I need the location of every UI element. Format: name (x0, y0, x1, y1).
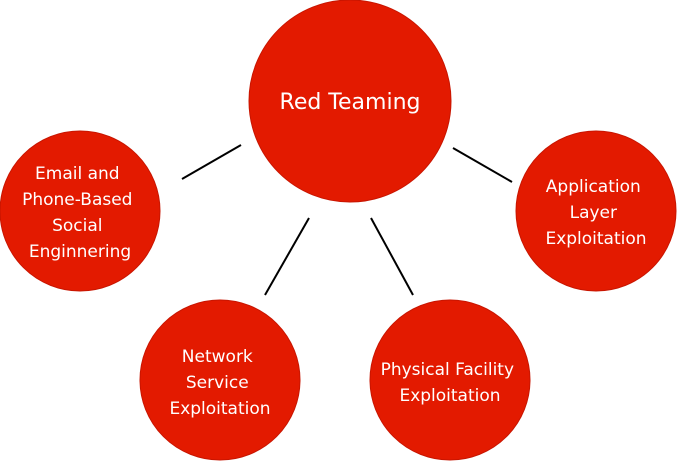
connector-email (181, 144, 242, 180)
node-email-circle (0, 130, 161, 292)
node-application-line: Application (546, 177, 641, 197)
node-email-line: Social (52, 216, 102, 236)
node-email-line: Enginnering (29, 242, 131, 262)
node-application-circle (515, 130, 677, 292)
node-email-line: Email and (35, 164, 120, 184)
node-physical-line: Physical Facility (381, 360, 514, 380)
node-network-service-exploitation: Network Service Exploitation (139, 299, 301, 461)
node-email-phone-social-engineering: Email and Phone-Based Social Enginnering (0, 130, 161, 292)
node-application-line: Layer (570, 203, 617, 223)
connector-application (452, 147, 513, 183)
node-red-teaming-circle (248, 0, 452, 203)
node-red-teaming: Red Teaming (248, 0, 452, 203)
node-red-teaming-label: Red Teaming (280, 90, 421, 115)
connector-network (264, 217, 310, 296)
node-physical-facility-exploitation: Physical Facility Exploitation (369, 299, 531, 461)
node-email-line: Phone-Based (22, 190, 132, 210)
connector-physical (370, 217, 414, 296)
node-application-label: Application Layer Exploitation (545, 177, 646, 249)
node-network-line: Service (186, 373, 249, 393)
node-application-line: Exploitation (545, 229, 646, 249)
node-physical-label: Physical Facility Exploitation (381, 360, 520, 406)
node-network-label: Network Service Exploitation (169, 347, 270, 419)
node-email-label: Email and Phone-Based Social Enginnering (22, 164, 138, 262)
node-network-circle (139, 299, 301, 461)
node-physical-circle (369, 299, 531, 461)
node-network-line: Network (182, 347, 253, 367)
node-application-layer-exploitation: Application Layer Exploitation (515, 130, 677, 292)
node-network-line: Exploitation (169, 399, 270, 419)
node-physical-line: Exploitation (399, 386, 500, 406)
